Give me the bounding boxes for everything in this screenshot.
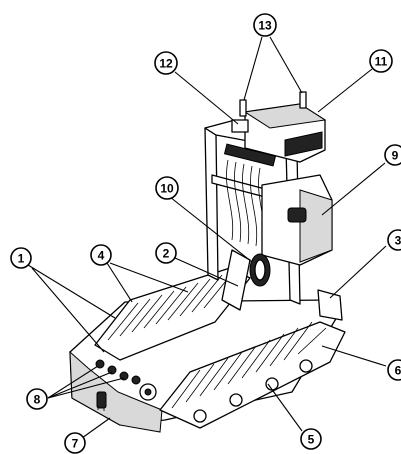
svg-text:12: 12 [159,57,173,71]
svg-text:3: 3 [395,234,401,248]
callout-5: 5 [300,428,322,450]
callout-1: 1 [10,247,32,269]
callout-2: 2 [155,242,177,264]
svg-text:4: 4 [98,249,105,263]
callout-12: 12 [154,51,178,75]
right-track [159,321,346,429]
svg-text:5: 5 [308,433,315,447]
svg-text:7: 7 [72,437,79,451]
svg-text:10: 10 [160,182,174,196]
svg-text:9: 9 [392,149,399,163]
callout-7: 7 [64,432,86,454]
callouts: 1 2 3 4 5 6 7 8 [10,13,401,454]
callout-13: 13 [253,13,277,37]
upright-frame [204,91,343,321]
svg-text:2: 2 [163,247,170,261]
svg-text:6: 6 [395,364,401,378]
callout-9: 9 [384,144,401,166]
callout-6: 6 [387,359,401,381]
leader-lines [27,36,387,439]
svg-text:8: 8 [34,393,41,407]
callout-10: 10 [155,176,179,200]
callout-3: 3 [387,229,401,251]
svg-text:1: 1 [18,252,25,266]
svg-text:11: 11 [375,55,388,69]
svg-text:13: 13 [258,19,272,33]
left-track [94,267,251,361]
callout-11: 11 [369,49,393,73]
callout-8: 8 [26,388,48,410]
callout-4: 4 [90,244,112,266]
